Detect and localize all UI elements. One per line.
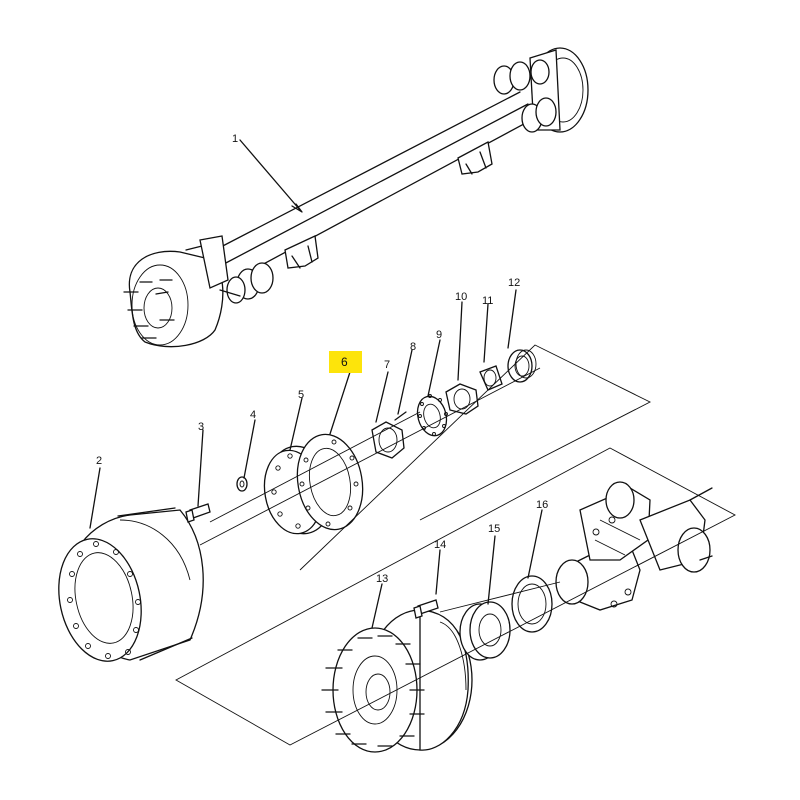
callout-3[interactable]: 3	[198, 421, 204, 433]
spindle-brake-spider	[555, 481, 713, 611]
washer[interactable]	[236, 476, 248, 492]
oil-seal[interactable]	[511, 575, 553, 633]
bearing-cup[interactable]	[507, 349, 537, 383]
stud-group	[123, 279, 175, 339]
callout-2[interactable]: 2	[96, 455, 102, 467]
brake-drum[interactable]	[48, 507, 204, 669]
callout-16[interactable]: 16	[536, 499, 548, 511]
drum-bolt-holes	[67, 541, 141, 659]
callout-1[interactable]: 1	[232, 133, 238, 145]
gasket[interactable]	[290, 429, 370, 535]
callout-12[interactable]: 12	[508, 277, 520, 289]
leader-lines	[89, 139, 543, 629]
callout-6-highlight	[329, 351, 362, 373]
hex-nut[interactable]	[371, 421, 405, 459]
inner-bearing[interactable]	[459, 601, 511, 661]
axle-assembly[interactable]	[123, 47, 589, 348]
assembly-guide-lines	[175, 344, 736, 746]
bolt[interactable]	[185, 503, 211, 523]
callout-14[interactable]: 14	[434, 539, 446, 551]
outer-bearing[interactable]	[413, 393, 450, 439]
callout-6[interactable]: 6	[341, 355, 348, 369]
wheel-hub[interactable]	[321, 609, 473, 753]
callout-7[interactable]: 7	[384, 359, 390, 371]
callout-5[interactable]: 5	[298, 389, 304, 401]
callout-9[interactable]: 9	[436, 329, 442, 341]
callout-15[interactable]: 15	[488, 523, 500, 535]
callout-10[interactable]: 10	[455, 291, 467, 303]
lock-washer[interactable]	[394, 411, 407, 421]
callout-13[interactable]: 13	[376, 573, 388, 585]
callout-4[interactable]: 4	[250, 409, 256, 421]
gasket-holes	[299, 439, 359, 527]
adjusting-nut[interactable]	[445, 383, 479, 415]
wheel-stud[interactable]	[413, 599, 439, 619]
callout-11[interactable]: 11	[482, 295, 493, 307]
seal-ring[interactable]	[479, 365, 503, 391]
callout-labels: 1 2 3 4 5 6 7 8 9 10 11 12 13 14 15 16	[96, 133, 548, 585]
callout-8[interactable]: 8	[410, 341, 416, 353]
hub-studs	[321, 635, 425, 747]
